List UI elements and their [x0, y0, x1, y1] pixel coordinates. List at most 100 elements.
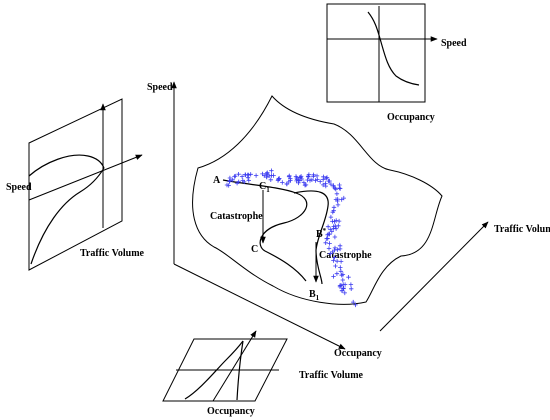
data-point-marker — [277, 176, 282, 181]
data-point-marker — [246, 178, 251, 183]
data-point-marker — [341, 195, 346, 201]
data-point-marker — [239, 174, 245, 179]
data-point-marker — [334, 271, 340, 276]
point-c1-subscript: 1 — [266, 186, 270, 194]
data-point-marker — [299, 176, 305, 182]
data-point-marker — [341, 282, 346, 287]
data-point-marker — [328, 214, 334, 220]
data-point-marker — [338, 259, 344, 264]
data-point-marker — [296, 178, 301, 183]
data-point-marker — [227, 175, 233, 181]
volume-occupancy-rising-curve — [184, 340, 244, 400]
surface-left-fold — [222, 179, 308, 282]
data-point-marker — [313, 178, 318, 183]
data-point-marker — [242, 179, 247, 185]
main-axes: Speed Occupancy Traffic Volume — [147, 81, 550, 359]
data-point-marker — [333, 187, 338, 192]
main-traffic-volume-axis — [379, 221, 489, 332]
data-point-marker — [323, 176, 329, 181]
catastrophe-surface — [192, 95, 443, 305]
inset-speed-label: Speed — [441, 38, 467, 49]
data-point-marker — [253, 173, 259, 178]
data-point-marker — [332, 245, 338, 251]
data-point-marker — [321, 177, 326, 182]
point-bstar-label: B* — [316, 227, 327, 240]
left-inset-volume-label: Traffic Volume — [80, 248, 145, 259]
speed-volume-upper-curve — [28, 154, 105, 177]
data-point-marker — [311, 174, 316, 179]
data-point-marker — [340, 272, 346, 277]
data-point-marker — [335, 247, 340, 252]
data-point-marker — [326, 178, 331, 184]
point-b1-subscript: 1 — [316, 294, 320, 302]
data-point-marker — [330, 219, 335, 224]
surface-right-fold — [293, 190, 329, 285]
data-point-marker — [306, 172, 312, 177]
inset-occupancy-label: Occupancy — [387, 112, 435, 123]
left-inset-speed-label: Speed — [6, 182, 32, 193]
data-point-marker — [353, 302, 358, 308]
data-point-marker — [306, 174, 311, 179]
data-point-marker — [341, 286, 346, 291]
data-point-marker — [314, 173, 320, 179]
data-point-marker — [331, 183, 336, 188]
data-point-marker — [331, 258, 336, 263]
data-point-marker — [334, 191, 340, 196]
data-point-marker — [298, 174, 304, 179]
data-point-marker — [328, 227, 333, 232]
data-point-marker — [309, 177, 315, 182]
point-bstar-superscript: * — [323, 227, 327, 235]
data-point-marker — [332, 234, 338, 240]
data-point-marker — [331, 274, 336, 279]
data-point-marker — [338, 283, 344, 288]
point-a-label: A — [213, 175, 221, 186]
data-point-marker — [267, 173, 272, 179]
data-point-marker — [234, 181, 240, 186]
data-point-marker — [325, 232, 330, 237]
data-point-marker — [227, 179, 232, 184]
data-point-marker — [342, 290, 347, 296]
volume-occupancy-inset: Traffic Volume Occupancy — [162, 330, 364, 417]
bottom-inset-frame — [162, 338, 288, 402]
main-occupancy-axis — [173, 263, 346, 350]
data-point-marker — [349, 286, 354, 291]
main-speed-label: Speed — [147, 82, 173, 93]
bottom-inset-occupancy-label: Occupancy — [207, 406, 255, 417]
data-point-marker — [305, 177, 310, 183]
data-point-marker — [320, 182, 326, 188]
data-point-marker — [323, 181, 328, 186]
point-c-label: C — [251, 244, 258, 255]
left-inset-horizontal-axis — [28, 154, 143, 201]
data-point-marker — [236, 172, 241, 177]
data-point-marker — [233, 173, 238, 179]
data-point-marker — [318, 179, 323, 184]
data-point-marker — [338, 269, 344, 274]
main-occupancy-label: Occupancy — [334, 348, 382, 359]
data-point-marker — [328, 251, 333, 256]
speed-volume-lower-curve — [30, 167, 105, 265]
data-point-marker — [332, 186, 338, 191]
speed-occupancy-inset: Speed Occupancy — [326, 3, 467, 123]
data-point-marker — [328, 181, 334, 187]
data-point-marker — [246, 172, 251, 178]
data-point-marker — [326, 246, 332, 251]
data-point-marker — [265, 170, 270, 175]
data-point-marker — [335, 198, 340, 204]
data-point-marker — [303, 182, 309, 188]
data-point-marker — [324, 175, 330, 180]
data-point-marker — [248, 172, 253, 177]
speed-occupancy-curve — [367, 11, 420, 86]
data-point-marker — [331, 224, 336, 229]
data-point-marker — [348, 282, 354, 287]
data-point-marker — [332, 255, 337, 260]
data-point-marker — [262, 173, 267, 178]
data-point-marker — [334, 259, 340, 264]
data-point-marker — [284, 181, 289, 187]
data-point-marker — [224, 182, 230, 188]
data-point-marker — [230, 177, 235, 182]
catastrophe-right-label: Catastrophe — [319, 250, 372, 261]
speed-volume-inset: Speed Traffic Volume — [6, 98, 145, 271]
data-point-marker — [351, 299, 356, 305]
data-point-marker — [340, 277, 345, 283]
